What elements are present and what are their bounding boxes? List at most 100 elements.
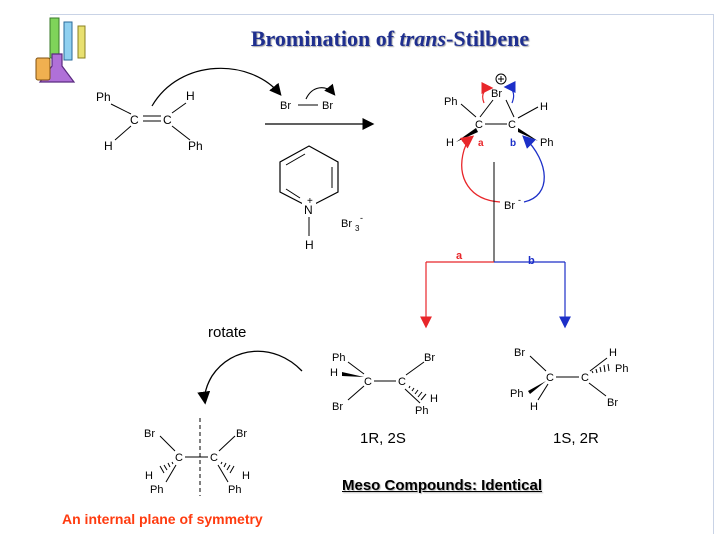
bond (114, 125, 132, 141)
stereo-label-left: 1R, 2S (360, 430, 406, 447)
br-label: Br (491, 88, 502, 100)
ph-label: Ph (510, 388, 523, 400)
ph-label: Ph (228, 484, 241, 496)
h-label: H (104, 139, 113, 153)
bromine-reagent: Br Br (280, 83, 336, 112)
lab-flasks-icon (35, 17, 86, 83)
h-label: H (242, 470, 250, 482)
product-1r-2s: Ph H Br C C Br H Ph (330, 352, 438, 417)
bromide-label: Br (504, 200, 515, 212)
h-label: H (540, 101, 548, 113)
page-title: Bromination of trans-Stilbene (250, 26, 530, 51)
h-label: H (330, 367, 338, 379)
n-label-bg (302, 202, 316, 216)
wedge-bond (518, 128, 538, 141)
wedge-bond (342, 372, 364, 377)
wedge-bond (528, 381, 546, 394)
carbon-label: C (364, 376, 372, 388)
path-b-label: b (528, 255, 535, 267)
ph-label: Ph (332, 352, 345, 364)
bond (404, 388, 421, 404)
ph-label: Ph (540, 137, 553, 149)
h-label: H (145, 470, 153, 482)
br-label: Br (332, 401, 343, 413)
ring-double-bond (285, 153, 306, 166)
bond (217, 464, 229, 483)
carbon-label: C (210, 452, 218, 464)
bond (165, 464, 177, 483)
bond (159, 435, 176, 452)
bond (517, 106, 539, 119)
meso-symmetry-structure: Br Br C C H Ph H Ph (144, 418, 250, 496)
c-br-bond (479, 99, 494, 118)
h-label: H (186, 89, 195, 103)
red-attack-arrow (459, 135, 501, 203)
minus-charge: - (360, 213, 363, 223)
bond (171, 125, 191, 141)
bond (171, 102, 187, 114)
carbon-label: C (398, 376, 406, 388)
br-label: Br (514, 347, 525, 359)
ph-label: Ph (188, 139, 203, 153)
hash-bond (220, 461, 235, 474)
bond (347, 385, 365, 401)
ring-double-bond (285, 188, 301, 199)
rotate-label: rotate (208, 324, 247, 341)
br-label: Br (144, 428, 155, 440)
pyridinium-tribromide: N + H Br 3 - (279, 145, 363, 252)
carbon-label: C (130, 113, 139, 127)
path-a-label: a (456, 250, 463, 262)
ph-label: Ph (150, 484, 163, 496)
bromonium-ion: Br C C Ph H H Ph a b (444, 73, 553, 149)
blue-attack-arrow (522, 135, 545, 203)
stereo-label-right: 1S, 2R (553, 430, 599, 447)
carbon-label: C (475, 119, 483, 131)
path-b-label: b (510, 138, 516, 149)
curved-arrow (151, 67, 282, 107)
hash-bond (159, 461, 174, 474)
path-a-label: a (478, 138, 484, 149)
trans-stilbene: Ph H C C H Ph (96, 89, 203, 153)
minus-charge: - (518, 195, 521, 205)
carbon-label: C (581, 372, 589, 384)
positive-charge-circle (495, 73, 507, 85)
carbon-label: C (508, 119, 516, 131)
ph-label: Ph (615, 363, 628, 375)
plus-charge: + (307, 196, 313, 207)
electron-shift-arrow (305, 83, 336, 100)
h-label: H (530, 401, 538, 413)
bond (460, 103, 477, 118)
carbon-label: C (175, 452, 183, 464)
carbon-label: C (546, 372, 554, 384)
h-label: H (430, 393, 438, 405)
ph-label: Ph (444, 96, 457, 108)
h-label: H (446, 137, 454, 149)
br-label: Br (424, 352, 435, 364)
product-1s-2r: Br C C Ph H H Ph Br (510, 347, 628, 413)
red-electron-arrow (481, 82, 494, 104)
br-label: Br (236, 428, 247, 440)
br-label: Br (322, 100, 333, 112)
ph-label: Ph (415, 405, 428, 417)
c-br-bond (505, 99, 515, 118)
carbon-label: C (163, 113, 172, 127)
nitrogen-label: N (304, 203, 313, 217)
bond (537, 383, 549, 401)
bond (589, 357, 608, 372)
bond (588, 382, 607, 397)
bond (405, 361, 425, 376)
br3-label: Br (341, 218, 352, 230)
bond (347, 361, 365, 375)
wedge-bond (456, 128, 478, 142)
meso-caption: Meso Compounds: Identical (342, 477, 543, 494)
ph-label: Ph (96, 90, 111, 104)
symmetry-caption: An internal plane of symmetry (62, 511, 263, 527)
bond (110, 103, 132, 115)
hash-bond (408, 385, 427, 401)
h-label: H (609, 347, 617, 359)
hash-bond (591, 363, 610, 374)
br-label: Br (280, 100, 291, 112)
rotate-arrow (197, 350, 303, 405)
